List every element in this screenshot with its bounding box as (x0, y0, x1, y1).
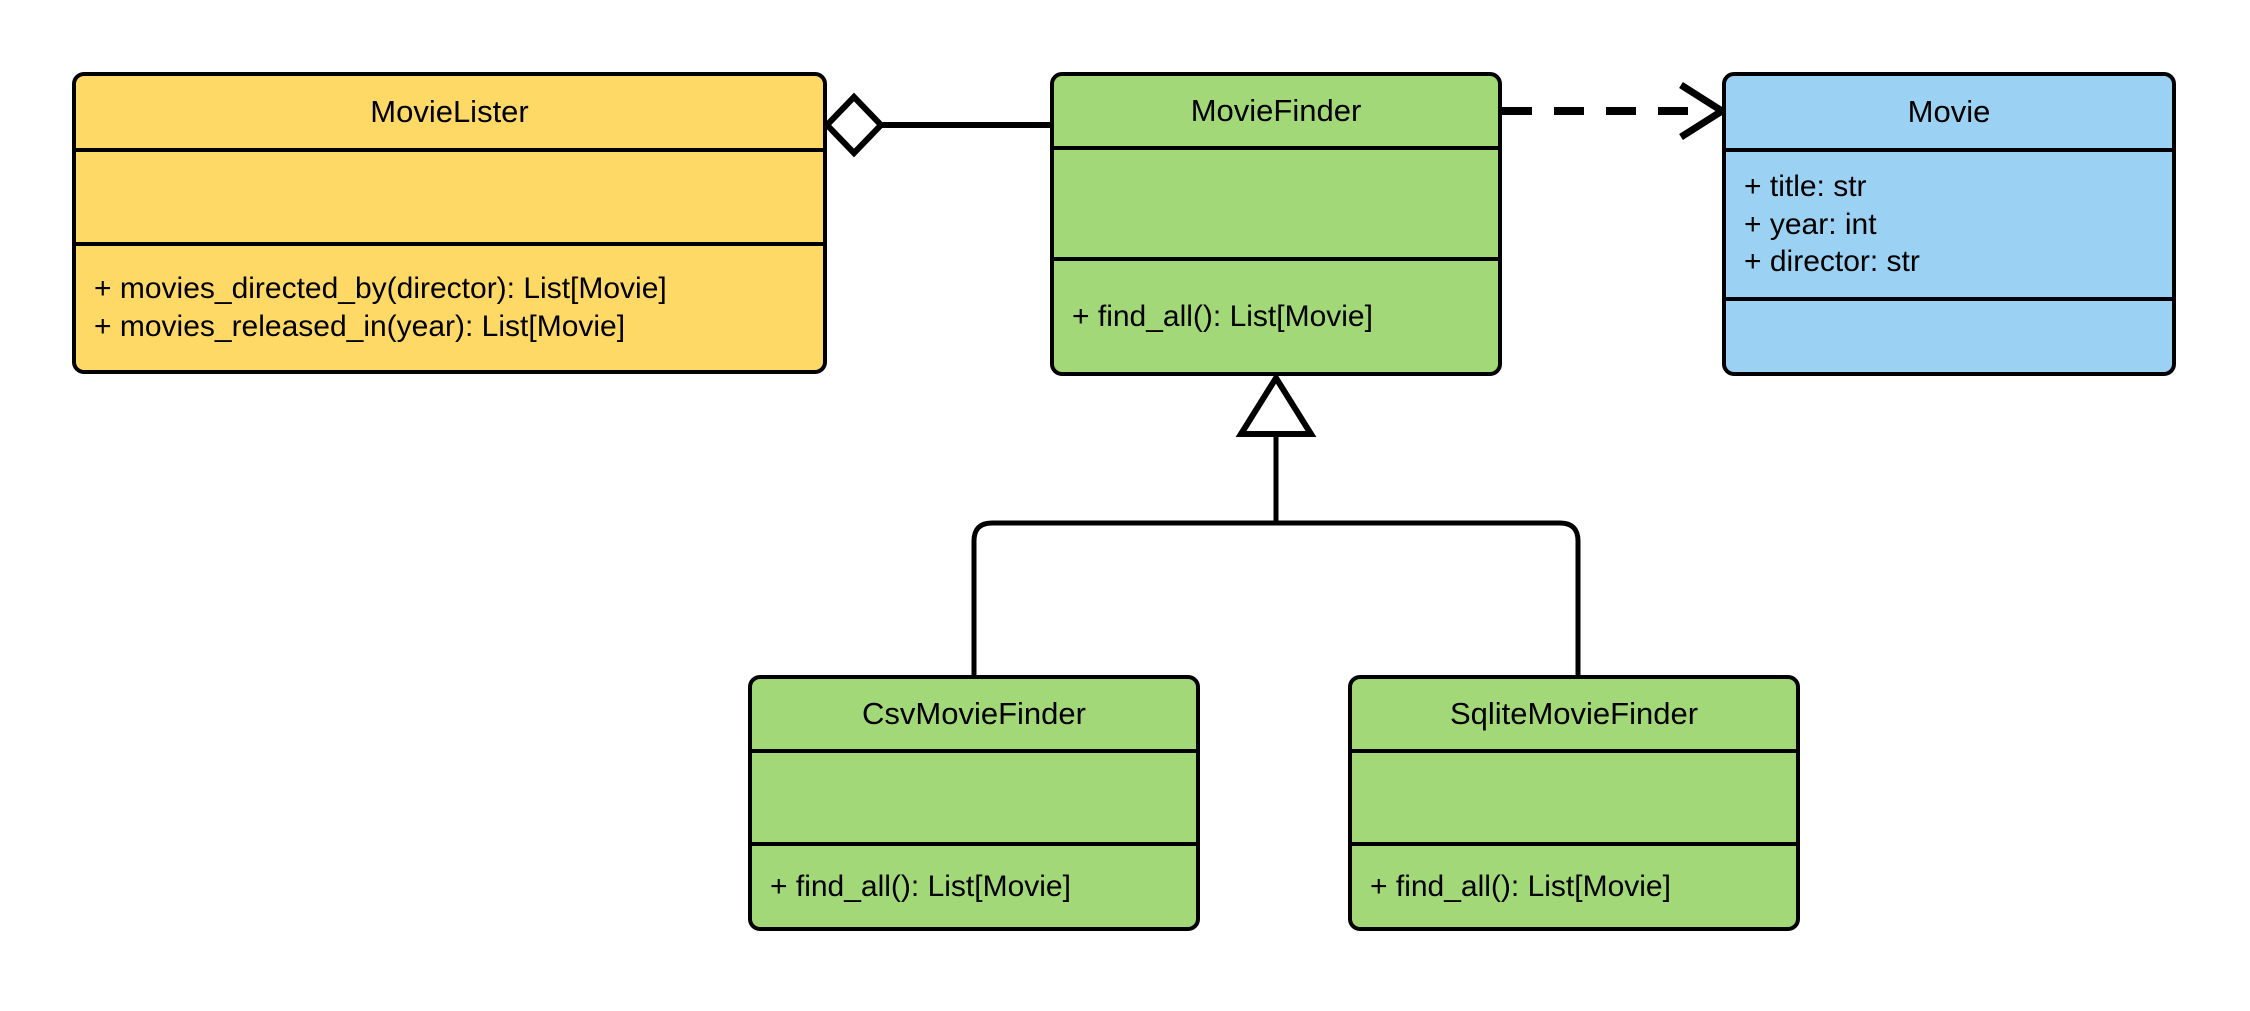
class-attributes-compartment (752, 749, 1196, 842)
hollow-triangle-icon (1235, 372, 1317, 437)
class-name-label: Movie (1907, 93, 1991, 129)
method-line: + find_all(): List[Movie] (1072, 299, 1373, 333)
generalization-branch-line (971, 520, 1581, 675)
class-attributes-compartment (76, 148, 823, 242)
method-line: + movies_directed_by(director): List[Mov… (94, 272, 667, 306)
aggregation-edge-movielister-moviefinder (822, 92, 1050, 158)
dependency-edge-moviefinder-movie (1502, 82, 1729, 140)
attribute-line: + title: str (1744, 169, 1867, 203)
class-methods-compartment: + find_all(): List[Movie] (752, 842, 1196, 927)
method-line: + find_all(): List[Movie] (1370, 869, 1671, 903)
class-box-csvmoviefinder[interactable]: CsvMovieFinder + find_all(): List[Movie] (748, 675, 1200, 931)
class-methods-compartment: + find_all(): List[Movie] (1054, 257, 1498, 372)
class-attributes-compartment (1352, 749, 1796, 842)
class-attributes-compartment (1054, 146, 1498, 257)
class-name-label: MovieLister (370, 93, 529, 129)
class-attributes-compartment: + title: str + year: int + director: str (1726, 148, 2172, 297)
class-methods-compartment: + movies_directed_by(director): List[Mov… (76, 242, 823, 370)
class-box-movie[interactable]: Movie + title: str + year: int + directo… (1722, 72, 2176, 376)
class-methods-compartment: + find_all(): List[Movie] (1352, 842, 1796, 927)
hollow-diamond-icon (822, 92, 886, 158)
class-name-compartment: MovieLister (76, 76, 823, 148)
class-name-compartment: SqliteMovieFinder (1352, 679, 1796, 749)
attribute-line: + year: int (1744, 207, 1877, 241)
class-methods-compartment (1726, 297, 2172, 372)
class-name-compartment: MovieFinder (1054, 76, 1498, 146)
class-box-movielister[interactable]: MovieLister + movies_directed_by(directo… (72, 72, 827, 374)
class-name-label: CsvMovieFinder (862, 695, 1086, 731)
generalization-edge-group (971, 372, 1581, 675)
class-name-label: MovieFinder (1190, 92, 1362, 128)
attribute-line: + director: str (1744, 245, 1920, 279)
class-name-compartment: Movie (1726, 76, 2172, 148)
class-name-label: SqliteMovieFinder (1449, 695, 1699, 731)
class-box-moviefinder[interactable]: MovieFinder + find_all(): List[Movie] (1050, 72, 1502, 376)
method-line: + find_all(): List[Movie] (770, 869, 1071, 903)
open-arrow-icon (1679, 82, 1729, 140)
class-box-sqlitemoviefinder[interactable]: SqliteMovieFinder + find_all(): List[Mov… (1348, 675, 1800, 931)
method-line: + movies_released_in(year): List[Movie] (94, 310, 626, 343)
class-name-compartment: CsvMovieFinder (752, 679, 1196, 749)
